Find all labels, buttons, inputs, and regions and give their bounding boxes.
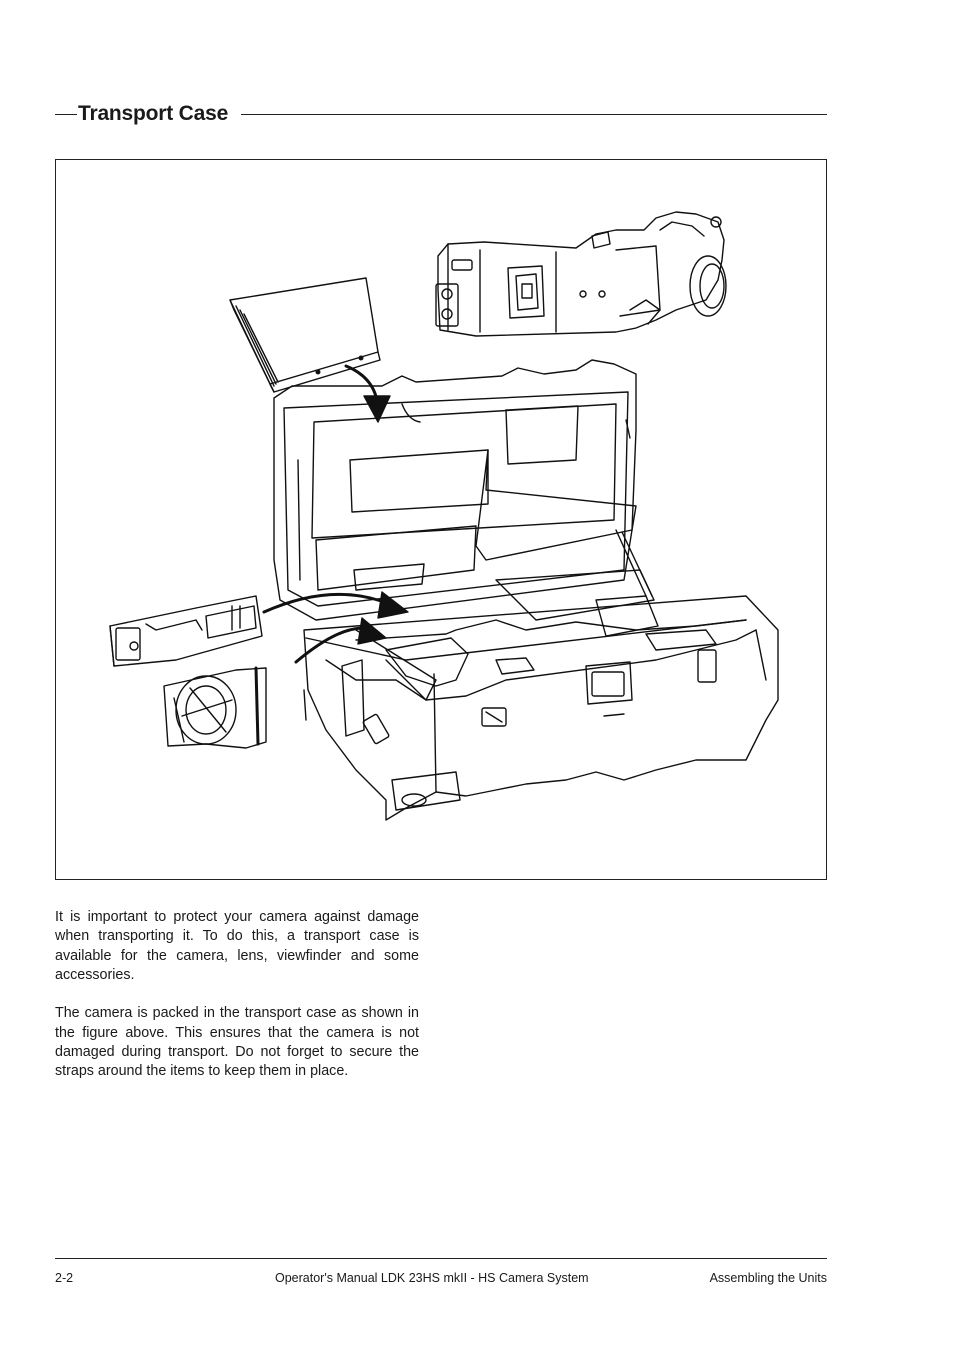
case-strap-drawing bbox=[615, 529, 653, 597]
page-footer: 2-2 Operator's Manual LDK 23HS mkII - HS… bbox=[55, 1271, 827, 1289]
viewfinder-drawing bbox=[229, 277, 381, 393]
figure-transport-case bbox=[55, 159, 827, 880]
arrow-bracket-to-case bbox=[262, 591, 409, 619]
footer-chapter: Assembling the Units bbox=[709, 1271, 827, 1285]
lens-bag-drawing bbox=[163, 666, 267, 749]
section-heading: Transport Case bbox=[55, 100, 827, 128]
bracket-drawing bbox=[109, 595, 263, 667]
heading-rule-right bbox=[241, 114, 827, 115]
footer-rule bbox=[55, 1258, 827, 1259]
footer-page-number: 2-2 bbox=[55, 1271, 74, 1285]
case-lid-drawing bbox=[273, 359, 637, 621]
camera-drawing bbox=[435, 211, 727, 337]
arrow-lens-to-case bbox=[294, 617, 387, 664]
paragraph-intro: It is important to protect your camera a… bbox=[55, 909, 419, 983]
arrow-viewfinder-to-lid bbox=[344, 364, 391, 423]
footer-manual-title: Operator's Manual LDK 23HS mkII - HS Cam… bbox=[275, 1271, 589, 1285]
paragraph-packing: The camera is packed in the transport ca… bbox=[55, 1005, 419, 1080]
case-base-drawing bbox=[303, 569, 779, 821]
heading-rule-left bbox=[55, 114, 77, 115]
transport-case-illustration bbox=[109, 211, 779, 821]
section-title: Transport Case bbox=[78, 102, 229, 125]
body-text: It is important to protect your camera a… bbox=[55, 908, 419, 1101]
